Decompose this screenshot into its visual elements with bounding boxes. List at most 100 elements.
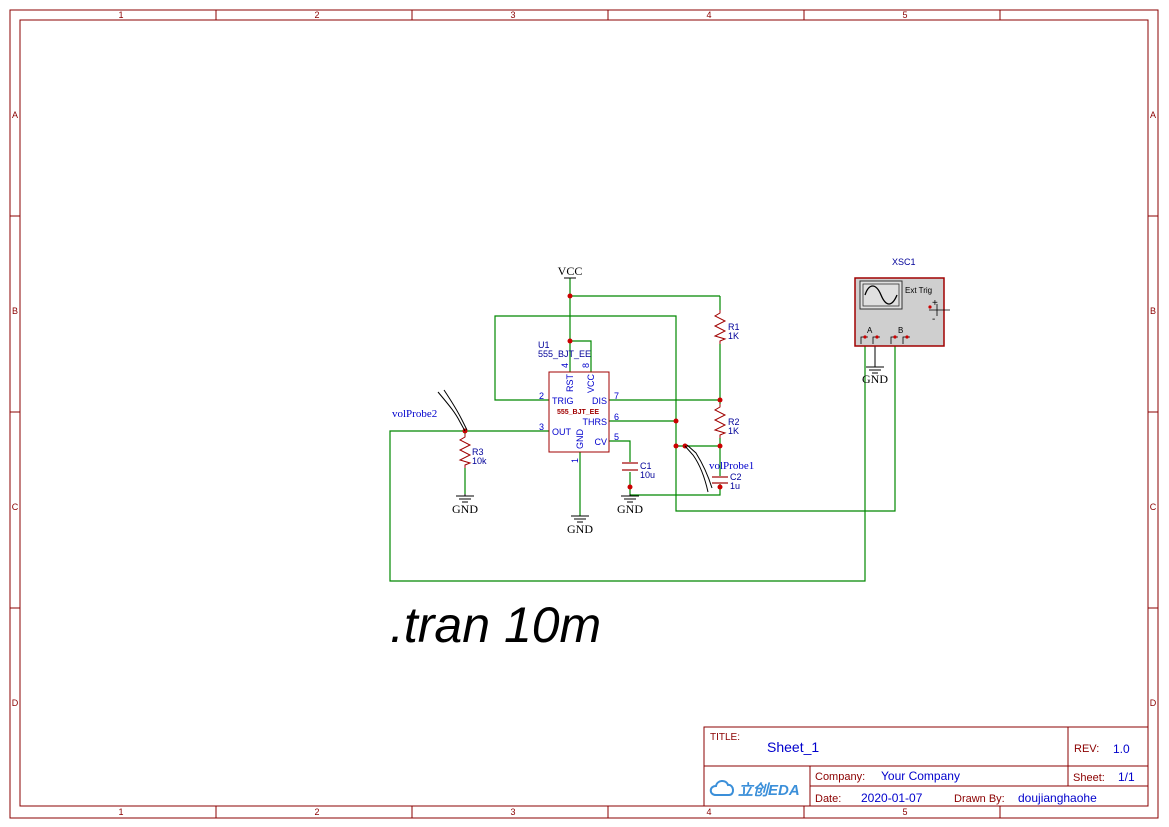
date-label: Date: — [815, 793, 841, 805]
u1-pin-num-3: 3 — [539, 422, 544, 432]
scope-ext-trig: Ext Trig — [905, 286, 932, 295]
wire-cv — [609, 440, 631, 462]
c1-capacitor[interactable]: C1 10u — [622, 461, 655, 480]
u1-ref: U1 — [538, 340, 550, 350]
sheet-label: Sheet: — [1073, 772, 1105, 784]
u1-pin-gnd: GND — [575, 429, 585, 450]
scope-plus: + — [932, 298, 938, 309]
r2-ref: R2 — [728, 417, 740, 427]
c2-ref: C2 — [730, 472, 742, 482]
wires — [389, 278, 896, 582]
u1-pin-trig: TRIG — [552, 396, 574, 406]
voltage-probe-2[interactable]: volProbe2 — [392, 389, 468, 432]
gnd-label: GND — [567, 522, 593, 536]
wire-scope-a — [389, 344, 866, 582]
col-label-top-5: 5 — [902, 10, 907, 20]
u1-pin-num-2: 2 — [539, 391, 544, 401]
u1-pin-num-5: 5 — [614, 432, 619, 442]
gnd-symbol-scope[interactable]: GND — [862, 345, 888, 386]
row-label-left-c: C — [12, 502, 19, 512]
junction-dot — [717, 484, 723, 490]
sheet-value: 1/1 — [1118, 770, 1135, 784]
probe2-label: volProbe2 — [392, 408, 437, 420]
r1-ref: R1 — [728, 322, 740, 332]
r3-value: 10k — [472, 456, 487, 466]
oscilloscope-xsc1[interactable]: XSC1 Ext Trig + - A B — [854, 257, 950, 347]
gnd-symbol-u1[interactable]: GND — [567, 515, 593, 536]
u1-pin-num-7: 7 — [614, 391, 619, 401]
row-label-right-b: B — [1150, 306, 1156, 316]
company-value: Your Company — [881, 769, 960, 783]
u1-pin-vcc: VCC — [586, 373, 596, 393]
u1-pin-out: OUT — [552, 427, 572, 437]
u1-555-timer[interactable]: U1 555_BJT_EE 555_BJT_EE TRIG OUT DIS TH… — [538, 340, 619, 463]
wire-scope-b — [675, 344, 896, 512]
u1-pin-rst: RST — [565, 373, 575, 392]
col-label-bottom-4: 4 — [706, 807, 711, 817]
junction-dot — [673, 443, 679, 449]
junction-dot — [567, 338, 573, 344]
drawn-by-label: Drawn By: — [954, 793, 1005, 805]
easyeda-logo: 立创EDA — [709, 780, 800, 799]
row-label-left-d: D — [12, 698, 19, 708]
scope-b: B — [898, 326, 903, 335]
row-label-right-d: D — [1150, 698, 1157, 708]
r3-ref: R3 — [472, 447, 484, 457]
junction-dot — [627, 484, 633, 490]
gnd-symbol-r3[interactable]: GND — [452, 494, 478, 516]
u1-pin-thrs: THRS — [583, 417, 608, 427]
r1-resistor[interactable]: R1 1K — [713, 310, 740, 344]
logo-text: 立创EDA — [738, 781, 800, 799]
sheet-title: Sheet_1 — [767, 739, 819, 755]
r2-resistor[interactable]: R2 1K — [713, 404, 740, 438]
gnd-symbol-c1[interactable]: GND — [617, 494, 643, 516]
u1-pin-num-8: 8 — [581, 363, 591, 368]
r3-resistor[interactable]: R3 10k — [458, 434, 487, 468]
vcc-power-symbol[interactable]: VCC — [558, 264, 583, 279]
junction-dot — [673, 418, 679, 424]
row-label-left-a: A — [12, 110, 18, 120]
junction-dot — [567, 293, 573, 299]
scope-minus: - — [932, 314, 935, 325]
c2-capacitor[interactable]: C2 1u — [712, 472, 742, 491]
vcc-label: VCC — [558, 264, 583, 278]
rev-value: 1.0 — [1113, 742, 1130, 756]
row-label-right-a: A — [1150, 110, 1156, 120]
col-label-bottom-1: 1 — [118, 807, 123, 817]
title-label: TITLE: — [710, 732, 740, 743]
wire-trig-loop — [494, 315, 677, 421]
col-label-bottom-2: 2 — [314, 807, 319, 817]
col-label-top-3: 3 — [510, 10, 515, 20]
junction-dot — [717, 443, 723, 449]
drawn-by-value: doujianghaohe — [1018, 791, 1097, 805]
u1-pin-num-6: 6 — [614, 412, 619, 422]
row-label-left-b: B — [12, 306, 18, 316]
u1-pin-num-1: 1 — [570, 458, 580, 463]
junction-dot — [717, 397, 723, 403]
c1-ref: C1 — [640, 461, 652, 471]
col-label-top-2: 2 — [314, 10, 319, 20]
sheet-frame — [9, 9, 1159, 819]
u1-part: 555_BJT_EE — [538, 349, 591, 359]
col-label-top-4: 4 — [706, 10, 711, 20]
row-label-right-c: C — [1150, 502, 1157, 512]
u1-pin-cv: CV — [594, 437, 607, 447]
cloud-logo-icon — [709, 780, 734, 796]
c2-value: 1u — [730, 481, 740, 491]
u1-body-label: 555_BJT_EE — [557, 409, 599, 416]
company-label: Company: — [815, 771, 865, 783]
c1-value: 10u — [640, 470, 655, 480]
col-label-bottom-3: 3 — [510, 807, 515, 817]
voltage-probe-1[interactable]: volProbe1 — [684, 444, 754, 493]
spice-directive[interactable]: .tran 10m — [390, 597, 601, 653]
gnd-label: GND — [452, 502, 478, 516]
probe1-label: volProbe1 — [709, 460, 754, 472]
scope-ref: XSC1 — [892, 257, 916, 267]
u1-pin-num-4: 4 — [560, 363, 570, 368]
r2-value: 1K — [728, 426, 739, 436]
scope-a: A — [867, 326, 873, 335]
col-label-top-1: 1 — [118, 10, 123, 20]
sine-wave-icon — [864, 285, 898, 305]
date-value: 2020-01-07 — [861, 791, 923, 805]
